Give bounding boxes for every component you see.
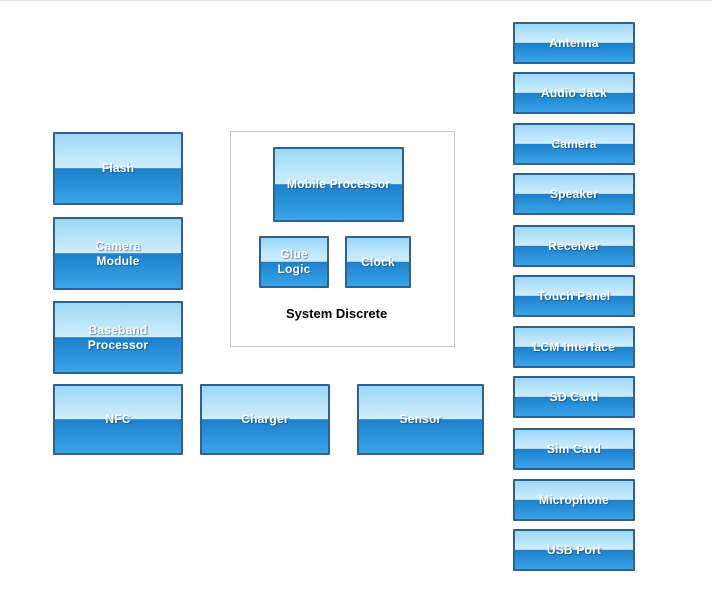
block-label: Charger — [241, 412, 289, 426]
block-camera[interactable]: Camera — [513, 123, 635, 165]
block-receiver[interactable]: Receiver — [513, 225, 635, 267]
block-microphone[interactable]: Microphone — [513, 479, 635, 521]
block-label: USB Port — [546, 542, 602, 557]
block-label: Antenna — [549, 35, 599, 50]
block-label: Receiver — [548, 238, 600, 253]
block-label: Sensor — [399, 412, 442, 426]
system-discrete-caption: System Discrete — [286, 306, 388, 321]
block-audio-jack[interactable]: Audio Jack — [513, 72, 635, 114]
block-lcm-interface[interactable]: LCM Interface — [513, 326, 635, 368]
block-label: NFC — [105, 412, 131, 426]
block-clock[interactable]: Clock — [345, 236, 411, 288]
block-label: Audio Jack — [540, 85, 608, 100]
block-sd-card[interactable]: SD Card — [513, 376, 635, 418]
block-label: Touch Panel — [537, 288, 611, 303]
block-nfc[interactable]: NFC — [53, 384, 183, 455]
block-label: Flash — [101, 161, 135, 175]
block-label: Mobile Processor — [286, 177, 391, 191]
block-sensor[interactable]: Sensor — [357, 384, 484, 455]
block-touch-panel[interactable]: Touch Panel — [513, 275, 635, 317]
block-mobile-processor[interactable]: Mobile Processor — [273, 147, 404, 222]
block-sim-card[interactable]: Sim Card — [513, 428, 635, 470]
block-charger[interactable]: Charger — [200, 384, 330, 455]
block-speaker[interactable]: Speaker — [513, 173, 635, 215]
block-label: Clock — [361, 254, 395, 269]
block-antenna[interactable]: Antenna — [513, 22, 635, 64]
block-label: Microphone — [539, 492, 609, 507]
block-usb-port[interactable]: USB Port — [513, 529, 635, 571]
block-label: Camera — [551, 136, 597, 151]
block-label: Speaker — [549, 186, 599, 201]
block-label: Sim Card — [546, 441, 602, 456]
block-label: LCM Interface — [533, 339, 615, 354]
block-label: SD Card — [549, 389, 599, 404]
block-flash[interactable]: Flash — [53, 132, 183, 205]
